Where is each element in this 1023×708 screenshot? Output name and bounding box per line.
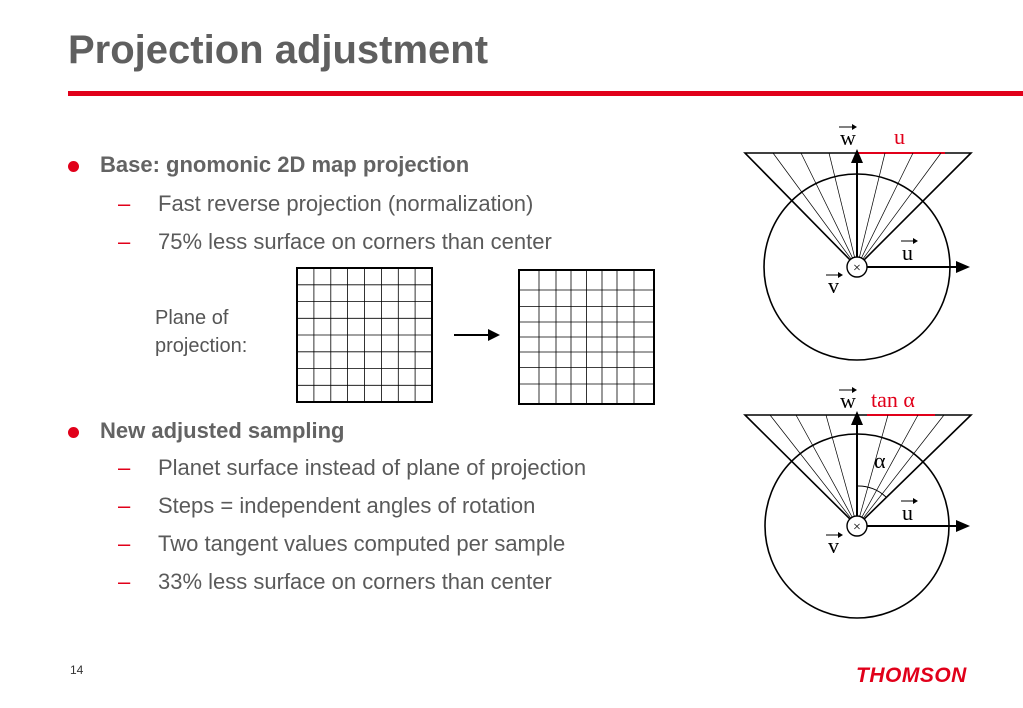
sampling-rays (769, 414, 945, 527)
origin-marker-icon (846, 256, 868, 278)
adjusted-grid-lines (519, 270, 654, 404)
u-arrowhead-icon (956, 520, 970, 532)
uniform-grid-lines (297, 268, 432, 402)
bullet-text: Base: gnomonic 2D map projection (100, 152, 470, 177)
w-vector-arrow-icon (852, 387, 857, 393)
adjusted-grid-figure (518, 269, 655, 405)
bullet-text: New adjusted sampling (100, 418, 345, 443)
alpha-label: α (874, 448, 886, 473)
dash-icon: – (118, 229, 131, 254)
v-vector-arrow-icon (838, 532, 843, 538)
plane-label-line1: Plane of (155, 307, 229, 329)
dash-icon: – (118, 493, 131, 518)
bullet-dot-icon (68, 161, 79, 172)
arrow-right-icon (454, 329, 500, 341)
dash-icon: – (118, 191, 131, 216)
u-vector-arrow-icon (913, 498, 918, 504)
gnomonic-rays (772, 152, 942, 268)
title-underline (68, 91, 1023, 96)
dash-icon: – (118, 531, 131, 556)
v-label: v (828, 273, 839, 298)
w-vector-arrow-icon (852, 124, 857, 130)
w-arrowhead-icon (851, 411, 863, 425)
u-label: u (902, 240, 913, 265)
slide-title: Projection adjustment (68, 28, 489, 72)
w-label: w (840, 388, 856, 413)
gnomonic-diagram: × w u u v (743, 124, 973, 361)
v-vector-arrow-icon (838, 272, 843, 278)
u-label: u (902, 500, 913, 525)
cross-symbol: × (853, 520, 861, 535)
sub-item-text: 75% less surface on corners than center (158, 229, 552, 254)
page-number: 14 (70, 663, 84, 677)
adjusted-sampling-diagram: × w tan α α u v (743, 387, 973, 619)
alpha-arc (856, 485, 887, 498)
w-arrowhead-icon (851, 149, 863, 163)
sub-item-text: Planet surface instead of plane of proje… (158, 455, 587, 480)
w-label: w (840, 125, 856, 150)
sub-item-text: Steps = independent angles of rotation (158, 493, 536, 518)
u-vector-arrow-icon (913, 238, 918, 244)
origin-marker-icon (846, 515, 868, 537)
u-arrowhead-icon (956, 261, 970, 273)
plane-of-projection-label: Plane of projection: (155, 304, 285, 360)
cross-symbol: × (853, 261, 861, 276)
plane-label-line2: projection: (155, 335, 248, 357)
sub-item-text: Two tangent values computed per sample (158, 531, 566, 556)
sub-item-text: Fast reverse projection (normalization) (158, 191, 534, 216)
sub-item-text: 33% less surface on corners than center (158, 569, 552, 594)
v-label: v (828, 533, 839, 558)
uniform-grid-figure (296, 267, 433, 403)
dash-icon: – (118, 455, 131, 480)
bullet-dot-icon (68, 427, 79, 438)
dash-icon: – (118, 569, 131, 594)
u-extent-label: u (894, 124, 905, 149)
thomson-logo: THOMSON (856, 664, 967, 687)
tan-alpha-label: tan α (871, 387, 915, 412)
